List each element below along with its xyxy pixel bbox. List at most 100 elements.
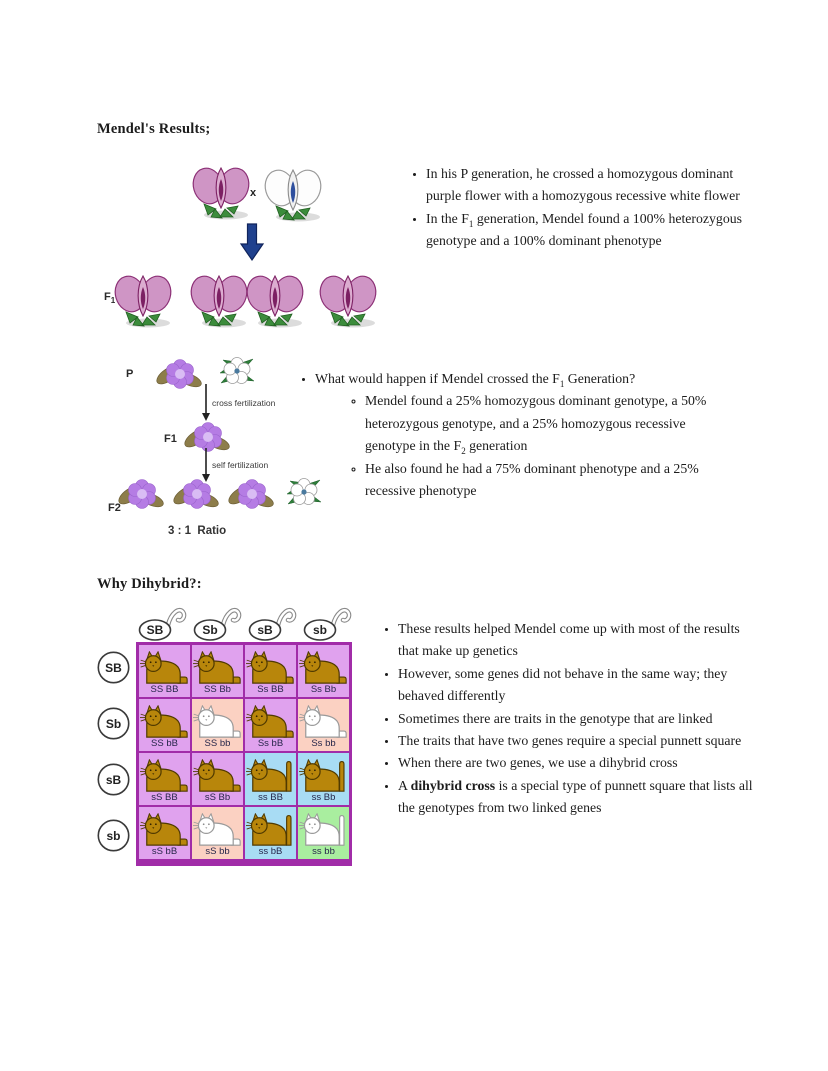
purple-flower-icon [110, 272, 176, 329]
brown-cat-icon [298, 759, 345, 792]
brown-cat-icon [139, 759, 188, 792]
white-cat-icon [298, 705, 347, 738]
genotype-label: ss bB [258, 846, 283, 857]
punnett-cell: ss bB [244, 806, 297, 860]
bullet-item: A dihybrid cross is a special type of pu… [398, 775, 760, 820]
mendel-results-bullets: In his P generation, he crossed a homozy… [404, 163, 744, 253]
purple-flower-icon [225, 479, 276, 511]
brown-cat-icon [298, 651, 347, 684]
white-flower-icon [260, 166, 326, 223]
svg-text:SB: SB [146, 623, 163, 637]
svg-text:sb: sb [106, 829, 120, 843]
f1-generation-label: F1 [164, 433, 177, 445]
punnett-cell: ss bb [297, 806, 350, 860]
bullet-item: In his P generation, he crossed a homozy… [426, 163, 744, 208]
down-arrow-icon [239, 223, 265, 262]
brown-cat-icon [192, 759, 241, 792]
brown-cat-icon [245, 705, 294, 738]
egg-icon: Sb [96, 706, 131, 746]
svg-text:SB: SB [105, 661, 122, 675]
purple-flower-icon [242, 272, 308, 329]
punnett-cell: SS Bb [191, 644, 244, 698]
sperm-icon: sB [246, 605, 301, 642]
genotype-label: sS BB [151, 792, 178, 803]
bullet-item: He also found he had a 75% dominant phen… [365, 458, 737, 503]
genotype-label: sS bb [205, 846, 230, 857]
genotype-label: ss BB [258, 792, 283, 803]
svg-text:Sb: Sb [106, 717, 121, 731]
punnett-cell: SS BB [138, 644, 191, 698]
purple-flower-icon [115, 479, 166, 511]
punnett-cell: Ss bB [244, 698, 297, 752]
fertilization-ratio-diagram: P cross fertilization F1 self fertilizat… [108, 357, 322, 537]
white-cat-icon [192, 705, 241, 738]
brown-cat-icon [139, 651, 188, 684]
genotype-label: ss Bb [311, 792, 336, 803]
genotype-label: Ss Bb [310, 684, 337, 695]
arrow-head-icon [202, 413, 210, 421]
dihybrid-punnett-square: SB Sb sB sb SB Sb sB sb [96, 604, 356, 866]
genotype-label: Ss BB [257, 684, 284, 695]
dihybrid-bullets: These results helped Mendel come up with… [376, 618, 760, 820]
purple-flower-icon [186, 272, 252, 329]
heading-mendels-results: Mendel's Results; [97, 121, 211, 137]
genotype-label: ss bb [312, 846, 335, 857]
bullet-item: Mendel found a 25% homozygous dominant g… [365, 390, 737, 457]
egg-icon: sB [96, 762, 131, 802]
white-flower-icon [219, 357, 255, 384]
brown-cat-icon [139, 705, 188, 738]
ratio-label: 3 : 1 Ratio [168, 525, 226, 537]
white-cat-icon [192, 813, 241, 846]
p-generation-label: P [126, 368, 133, 380]
punnett-cell: ss Bb [297, 752, 350, 806]
purple-flower-icon [153, 359, 204, 391]
bullet-item: However, some genes did not behave in th… [398, 663, 760, 708]
punnett-cell: ss BB [244, 752, 297, 806]
punnett-cell: SS bb [191, 698, 244, 752]
punnett-cell: sS bb [191, 806, 244, 860]
brown-cat-icon [139, 813, 188, 846]
punnett-cell: sS bB [138, 806, 191, 860]
cross-symbol: x [250, 187, 257, 199]
punnett-grid: SS BB SS Bb Ss BB [136, 642, 352, 866]
mendel-cross-diagram: x F1 [104, 164, 381, 329]
self-fertilization-label: self fertilization [212, 460, 268, 470]
genotype-label: Ss bb [311, 738, 336, 749]
egg-icon: SB [96, 650, 131, 690]
genotype-label: Ss bB [257, 738, 284, 749]
svg-text:sB: sB [257, 623, 273, 637]
bullet-item: The traits that have two genes require a… [398, 730, 760, 752]
punnett-column-headers: SB Sb sB sb [136, 604, 356, 642]
bullet-item: These results helped Mendel come up with… [398, 618, 760, 663]
egg-icon: sb [96, 818, 131, 858]
genotype-label: SS bB [151, 738, 178, 749]
punnett-row-headers: SB Sb sB sb [96, 642, 136, 866]
f2-generation-label: F2 [108, 502, 121, 514]
genotype-label: sS Bb [204, 792, 231, 803]
f1-row-label: F1 [104, 291, 116, 305]
sperm-icon: SB [136, 605, 191, 642]
purple-flower-icon [188, 164, 254, 221]
arrow-head-icon [202, 474, 210, 482]
genotype-label: sS bB [151, 846, 178, 857]
heading-why-dihybrid: Why Dihybrid?: [97, 576, 202, 592]
sub-bullets: Mendel found a 25% homozygous dominant g… [315, 390, 737, 502]
sperm-icon: Sb [191, 605, 246, 642]
bullet-item: In the F1 generation, Mendel found a 100… [426, 208, 744, 253]
punnett-cell: sS BB [138, 752, 191, 806]
punnett-cell: Ss BB [244, 644, 297, 698]
bullet-item: When there are two genes, we use a dihyb… [398, 752, 760, 774]
punnett-cell: Ss Bb [297, 644, 350, 698]
bullet-item: What would happen if Mendel crossed the … [315, 368, 767, 502]
svg-text:Sb: Sb [202, 623, 217, 637]
purple-flower-icon [170, 479, 221, 511]
f1-cross-bullets: What would happen if Mendel crossed the … [293, 368, 767, 502]
brown-cat-icon [245, 759, 292, 792]
sperm-icon: sb [301, 605, 356, 642]
brown-cat-icon [245, 813, 292, 846]
cross-fertilization-label: cross fertilization [212, 398, 276, 408]
brown-cat-icon [192, 651, 241, 684]
white-cat-icon [298, 813, 345, 846]
punnett-cell: Ss bb [297, 698, 350, 752]
